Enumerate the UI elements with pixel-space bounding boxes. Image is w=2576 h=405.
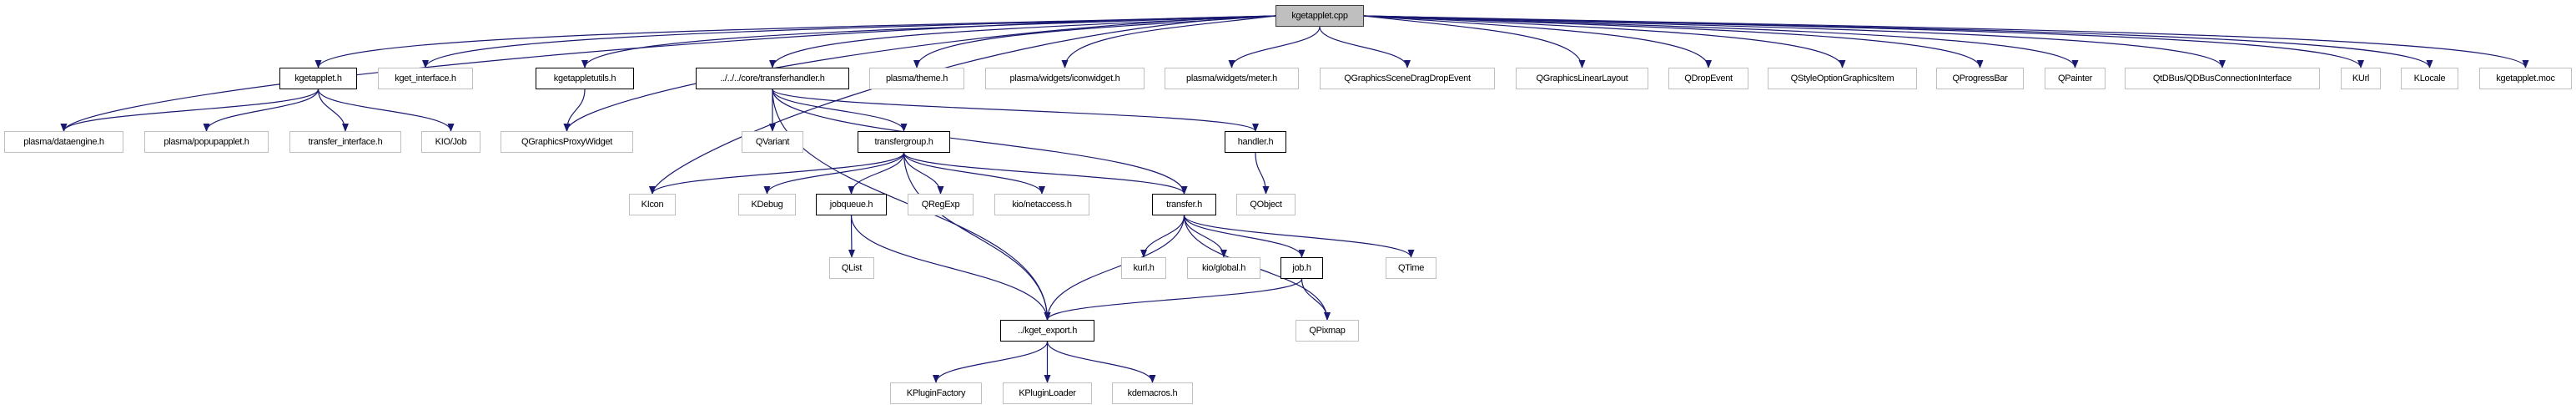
edge-jobqueue-to-qlist <box>848 215 855 258</box>
node-dragdrop: QGraphicsSceneDragDropEvent <box>1320 68 1495 89</box>
node-qvariant: QVariant <box>742 131 803 153</box>
edge-kget_export-to-kpluginfactory <box>933 341 1049 383</box>
node-kioglobal: kio/global.h <box>1187 257 1260 279</box>
edge-root-to-qdropevent <box>1363 15 1712 68</box>
edge-transfer-to-job <box>1183 215 1306 258</box>
node-jobqueue[interactable]: jobqueue.h <box>816 194 887 215</box>
node-transfergroup[interactable]: transfergroup.h <box>858 131 950 153</box>
edge-transfer-to-kioglobal <box>1183 215 1227 258</box>
edge-root-to-qstyleoption <box>1363 15 1846 68</box>
node-kdemacros: kdemacros.h <box>1112 382 1193 404</box>
edge-root-to-kicon <box>649 15 1276 195</box>
edge-transfergroup-to-kget_export <box>903 152 1051 321</box>
edge-job-to-qpixmap <box>1301 278 1331 321</box>
node-qprogressbar: QProgressBar <box>1936 68 2024 89</box>
edge-root-to-qprogressbar <box>1363 15 1984 68</box>
node-netaccess: kio/netaccess.h <box>994 194 1089 215</box>
edge-transfer-to-kurl_h <box>1140 215 1185 258</box>
edge-kgetapplet_h-to-popupapplet <box>203 89 319 132</box>
edge-job-to-kget_export <box>1044 278 1303 321</box>
node-popupapplet: plasma/popupapplet.h <box>144 131 269 153</box>
edge-root-to-dragdrop <box>1319 26 1411 68</box>
edge-transfer-to-qtime <box>1183 215 1415 258</box>
node-meter: plasma/widgets/meter.h <box>1165 68 1299 89</box>
edge-transfergroup-to-kicon <box>649 152 905 195</box>
edge-root-to-qdbus <box>1363 15 2226 68</box>
node-kdebug: KDebug <box>738 194 796 215</box>
node-job[interactable]: job.h <box>1280 257 1323 279</box>
edge-kgetapplet_h-to-transfer_interface <box>317 89 349 132</box>
node-qdropevent: QDropEvent <box>1668 68 1748 89</box>
node-qtime: QTime <box>1386 257 1436 279</box>
node-qstyleoption: QStyleOptionGraphicsItem <box>1768 68 1917 89</box>
edge-transferhandler-to-handler <box>772 89 1259 132</box>
edge-root-to-dataengine <box>60 15 1276 132</box>
node-qpixmap: QPixmap <box>1296 320 1359 342</box>
node-proxywidget: QGraphicsProxyWidget <box>501 131 633 153</box>
edge-root-to-transferhandler <box>769 15 1276 68</box>
node-transfer-interface: transfer_interface.h <box>289 131 401 153</box>
node-transfer[interactable]: transfer.h <box>1152 194 1216 215</box>
edge-root-to-meter <box>1228 26 1321 68</box>
node-transferhandler[interactable]: ../../../core/transferhandler.h <box>696 68 849 89</box>
edge-transfergroup-to-kdebug <box>763 152 905 195</box>
node-theme: plasma/theme.h <box>869 68 964 89</box>
node-kiojob: KIO/Job <box>421 131 480 153</box>
node-kgetappletutils[interactable]: kgetappletutils.h <box>536 68 634 89</box>
edge-root-to-qpainter <box>1363 15 2079 68</box>
node-root: kgetapplet.cpp <box>1275 5 1364 27</box>
edge-root-to-proxywidget <box>563 15 1276 132</box>
edge-transferhandler-to-transfer <box>772 89 1188 195</box>
edge-kget_export-to-kdemacros <box>1046 341 1156 383</box>
edge-root-to-iconwidget <box>1061 15 1276 68</box>
edge-transfergroup-to-transfer <box>903 152 1188 195</box>
node-kurl: KUrl <box>2341 68 2381 89</box>
node-qobject: QObject <box>1236 194 1296 215</box>
edge-jobqueue-to-kget_export <box>850 215 1051 321</box>
node-qdbus: QtDBus/QDBusConnectionInterface <box>2125 68 2320 89</box>
edge-kgetapplet_h-to-kiojob <box>317 89 455 132</box>
node-kurl-h: kurl.h <box>1121 257 1166 279</box>
edge-root-to-kgetapplet_h <box>314 15 1276 68</box>
edge-root-to-kgetappletutils <box>581 15 1276 68</box>
node-dataengine: plasma/dataengine.h <box>4 131 123 153</box>
node-qregexp: QRegExp <box>908 194 974 215</box>
edge-root-to-linearlayout <box>1363 15 1586 68</box>
edge-handler-to-qobject <box>1255 152 1270 195</box>
node-iconwidget: plasma/widgets/iconwidget.h <box>985 68 1145 89</box>
node-qpainter: QPainter <box>2045 68 2106 89</box>
node-kgetapplet-h[interactable]: kgetapplet.h <box>279 68 357 89</box>
edge-root-to-moc <box>1363 15 2529 68</box>
edge-kgetappletutils-to-proxywidget <box>563 89 586 132</box>
node-kget-interface: kget_interface.h <box>378 68 473 89</box>
node-kget-export[interactable]: ../kget_export.h <box>1000 320 1094 342</box>
edge-transfergroup-to-netaccess <box>903 152 1045 195</box>
node-kpluginfactory: KPluginFactory <box>890 382 982 404</box>
edge-transfergroup-to-jobqueue <box>848 152 905 195</box>
node-klocale: KLocale <box>2401 68 2458 89</box>
edge-transfergroup-to-qregexp <box>903 152 944 195</box>
node-kpluginloader: KPluginLoader <box>1003 382 1092 404</box>
node-moc: kgetapplet.moc <box>2479 68 2572 89</box>
node-linearlayout: QGraphicsLinearLayout <box>1516 68 1648 89</box>
edge-transfer-to-kget_export <box>1044 215 1185 321</box>
node-qlist: QList <box>829 257 874 279</box>
node-handler[interactable]: handler.h <box>1225 131 1286 153</box>
node-kicon: KIcon <box>629 194 676 215</box>
edge-transferhandler-to-transfergroup <box>772 89 908 132</box>
edge-kgetapplet_h-to-dataengine <box>60 89 319 132</box>
